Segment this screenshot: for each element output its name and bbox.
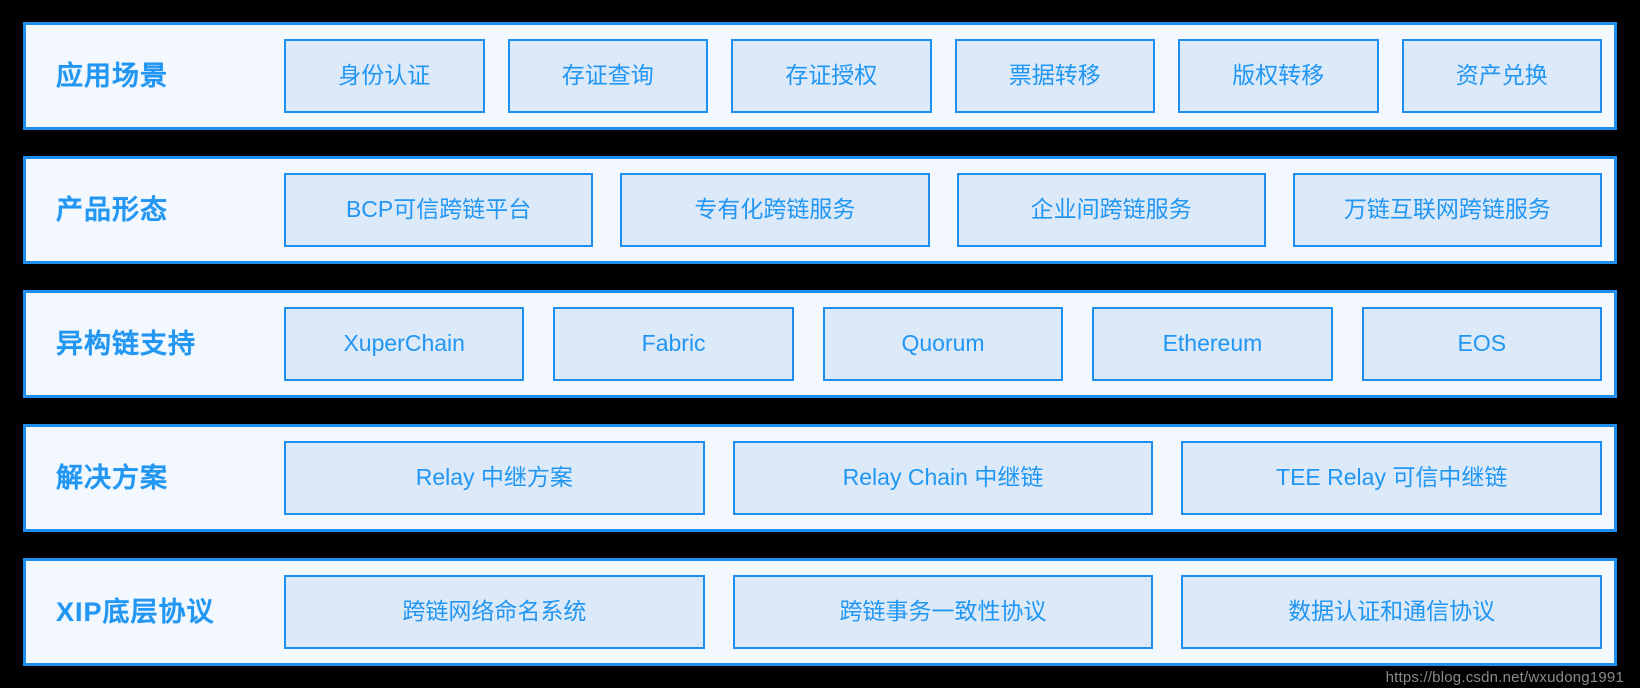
card-xuperchain[interactable]: XuperChain bbox=[284, 307, 525, 381]
layer-row-solutions: 解决方案 Relay 中继方案 Relay Chain 中继链 TEE Rela… bbox=[23, 424, 1617, 532]
card-dedicated-crosschain-service[interactable]: 专有化跨链服务 bbox=[620, 173, 930, 247]
card-data-authentication-and-communication-protocol[interactable]: 数据认证和通信协议 bbox=[1181, 575, 1603, 649]
card-evidence-query[interactable]: 存证查询 bbox=[507, 39, 708, 113]
card-bill-transfer[interactable]: 票据转移 bbox=[954, 39, 1155, 113]
card-identity-authentication[interactable]: 身份认证 bbox=[284, 39, 485, 113]
card-ethereum[interactable]: Ethereum bbox=[1092, 307, 1333, 381]
card-crosschain-network-naming-system[interactable]: 跨链网络命名系统 bbox=[284, 575, 705, 649]
card-universal-chain-internet-crosschain-service[interactable]: 万链互联网跨链服务 bbox=[1292, 173, 1602, 247]
card-quorum[interactable]: Quorum bbox=[822, 307, 1064, 381]
layer-label-application-scenarios: 应用场景 bbox=[56, 60, 168, 91]
card-inter-enterprise-crosschain-service[interactable]: 企业间跨链服务 bbox=[956, 173, 1266, 247]
watermark: https://blog.csdn.net/wxudong1991 bbox=[1385, 669, 1624, 686]
card-group-solutions: Relay 中继方案 Relay Chain 中继链 TEE Relay 可信中… bbox=[284, 441, 1603, 515]
card-relay-chain[interactable]: Relay Chain 中继链 bbox=[732, 441, 1154, 515]
layer-label-product-forms: 产品形态 bbox=[56, 194, 168, 225]
card-group-xip-base-protocol: 跨链网络命名系统 跨链事务一致性协议 数据认证和通信协议 bbox=[284, 575, 1603, 649]
card-bcp-trusted-crosschain-platform[interactable]: BCP可信跨链平台 bbox=[284, 173, 594, 247]
card-relay-solution[interactable]: Relay 中继方案 bbox=[284, 441, 705, 515]
card-asset-exchange[interactable]: 资产兑换 bbox=[1401, 39, 1602, 113]
card-crosschain-transaction-consistency-protocol[interactable]: 跨链事务一致性协议 bbox=[732, 575, 1154, 649]
card-group-heterogeneous-chain-support: XuperChain Fabric Quorum Ethereum EOS bbox=[284, 307, 1603, 381]
card-fabric[interactable]: Fabric bbox=[553, 307, 794, 381]
card-copyright-transfer[interactable]: 版权转移 bbox=[1178, 39, 1379, 113]
card-tee-relay-trusted-relay-chain[interactable]: TEE Relay 可信中继链 bbox=[1181, 441, 1603, 515]
layer-label-solutions: 解决方案 bbox=[56, 462, 168, 493]
layer-row-application-scenarios: 应用场景 身份认证 存证查询 存证授权 票据转移 版权转移 资产兑换 bbox=[23, 22, 1617, 130]
layer-label-xip-base-protocol: XIP底层协议 bbox=[56, 596, 215, 627]
layer-row-product-forms: 产品形态 BCP可信跨链平台 专有化跨链服务 企业间跨链服务 万链互联网跨链服务 bbox=[23, 156, 1617, 264]
card-evidence-authorization[interactable]: 存证授权 bbox=[731, 39, 932, 113]
card-eos[interactable]: EOS bbox=[1361, 307, 1603, 381]
card-group-product-forms: BCP可信跨链平台 专有化跨链服务 企业间跨链服务 万链互联网跨链服务 bbox=[284, 173, 1602, 247]
layer-row-heterogeneous-chain-support: 异构链支持 XuperChain Fabric Quorum Ethereum … bbox=[23, 290, 1617, 398]
layer-label-heterogeneous-chain-support: 异构链支持 bbox=[56, 328, 196, 359]
layer-row-xip-base-protocol: XIP底层协议 跨链网络命名系统 跨链事务一致性协议 数据认证和通信协议 bbox=[23, 558, 1617, 666]
card-group-application-scenarios: 身份认证 存证查询 存证授权 票据转移 版权转移 资产兑换 bbox=[284, 39, 1602, 113]
